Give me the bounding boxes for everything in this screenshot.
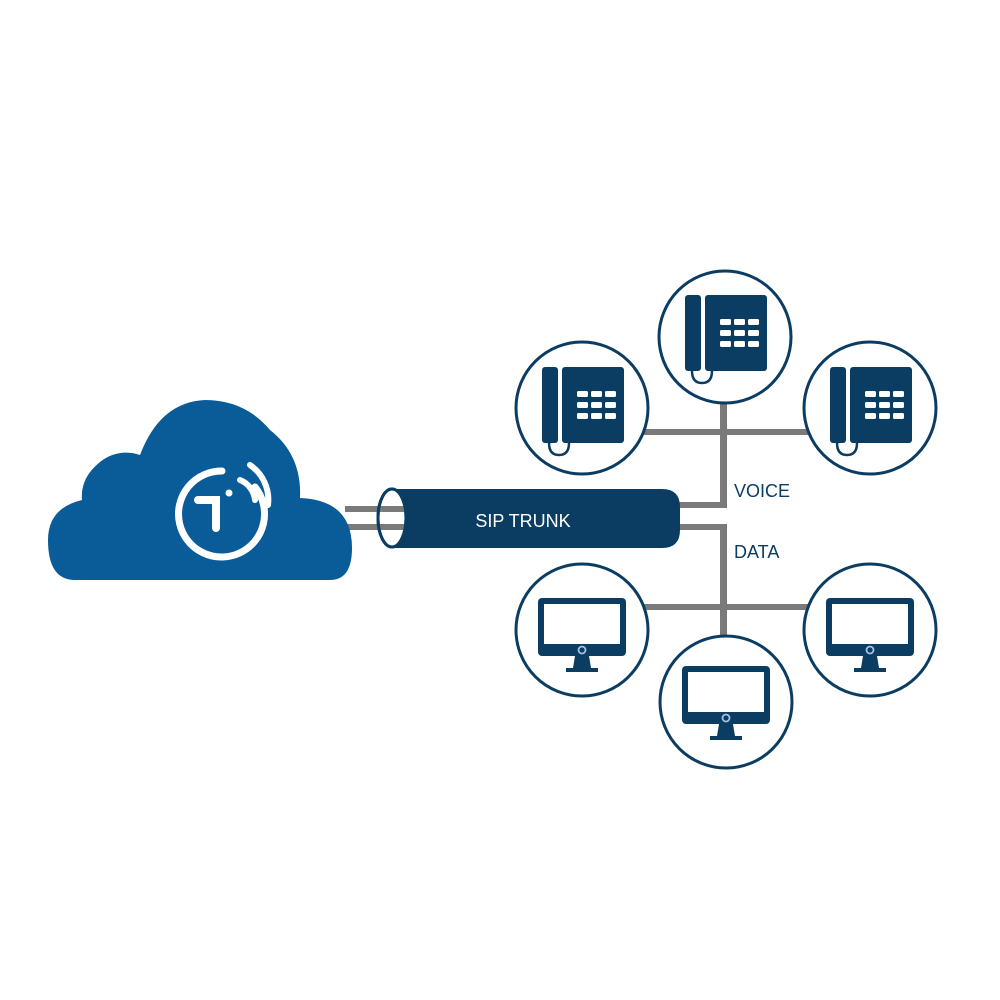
computer-bottom[interactable] (658, 634, 794, 770)
desk-phone-icon (683, 293, 769, 385)
computer-right[interactable] (802, 562, 938, 698)
cloud-trunk-wires (345, 506, 395, 530)
voice-label: VOICE (734, 481, 790, 501)
data-wires (640, 524, 812, 636)
computer-left[interactable] (514, 562, 650, 698)
sip-trunk: SIP TRUNK (376, 487, 680, 549)
desk-phone-top[interactable] (657, 269, 793, 405)
voice-wires (640, 403, 812, 508)
sip-trunk-label: SIP TRUNK (475, 511, 570, 531)
desk-phone-icon (540, 365, 626, 457)
provider-logo-icon (175, 462, 272, 561)
data-label: DATA (734, 542, 779, 562)
desk-phone-right[interactable] (802, 340, 938, 476)
desk-phone-left[interactable] (514, 340, 650, 476)
desk-phone-icon (828, 365, 914, 457)
cloud (48, 400, 352, 580)
